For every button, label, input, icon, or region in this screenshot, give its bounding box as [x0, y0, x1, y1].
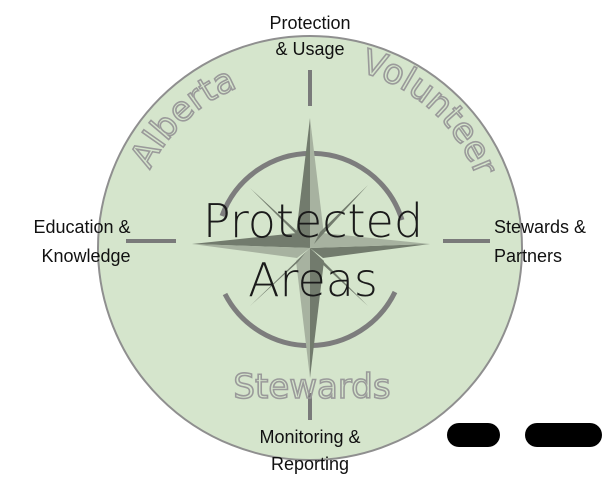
label-east-line2: Partners	[494, 246, 562, 266]
compass-star	[192, 118, 430, 378]
compass-point-east-light	[310, 233, 430, 248]
compass-point-ne	[314, 185, 368, 244]
compass-point-east-dark	[310, 244, 430, 258]
label-east-line1: Stewards &	[494, 217, 586, 237]
compass-point-nw	[250, 188, 306, 244]
center-title-line2: Areas	[248, 253, 378, 307]
label-west-line2: Knowledge	[41, 246, 130, 266]
compass-point-north-dark	[296, 118, 310, 248]
black-pill-left	[447, 423, 500, 447]
compass-point-sw	[250, 252, 306, 306]
label-south-line2: Reporting	[271, 454, 349, 474]
black-pill-right	[525, 423, 602, 447]
label-north-line1: Protection	[269, 13, 350, 33]
compass-point-south-dark	[310, 248, 324, 378]
label-west-line1: Education &	[33, 217, 130, 237]
compass-point-north-light	[310, 118, 324, 248]
ring-word-stewards: Stewards	[233, 367, 390, 407]
label-north-line2: & Usage	[275, 39, 344, 59]
label-south-line1: Monitoring &	[259, 427, 360, 447]
compass-point-south-light	[296, 248, 310, 378]
axis-ticks	[126, 70, 490, 420]
compass-point-west-light	[192, 244, 310, 258]
center-title-line1: Protected	[203, 194, 423, 248]
compass-point-west-dark	[192, 233, 310, 248]
compass-point-se	[314, 252, 368, 306]
